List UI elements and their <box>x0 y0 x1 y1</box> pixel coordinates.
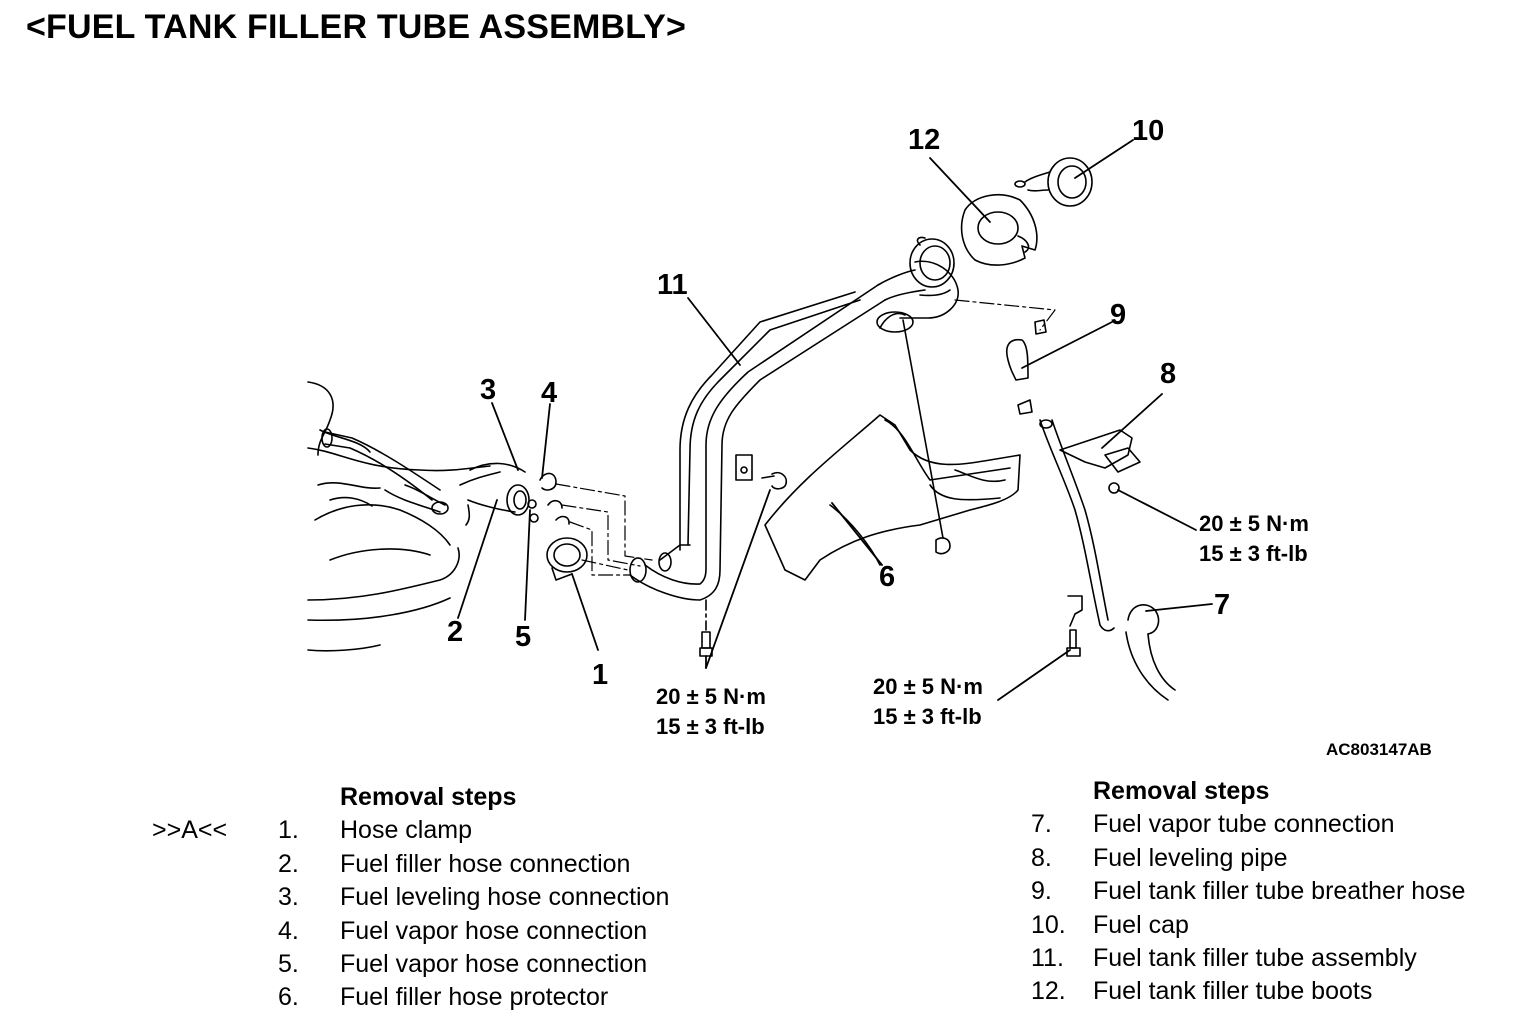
callout-1: 1 <box>592 659 608 691</box>
filler-hose-protector <box>764 414 1021 581</box>
torque-specs: 20 ± 5 N·m 15 ± 3 ft-lb 20 ± 5 N·m 15 ± … <box>656 511 1309 739</box>
mounting-bolt <box>699 599 713 657</box>
callout-4: 4 <box>541 377 557 409</box>
torque-b-ftlb: 15 ± 3 ft-lb <box>873 704 982 729</box>
removal-steps-left: Removal steps 1.Hose clamp 2.Fuel filler… <box>278 781 669 1015</box>
callout-5: 5 <box>515 621 531 653</box>
list-item: 11.Fuel tank filler tube assembly <box>1031 944 1417 973</box>
callout-3: 3 <box>480 374 496 406</box>
torque-c-ftlb: 15 ± 3 ft-lb <box>1199 541 1308 566</box>
steps-right-heading: Removal steps <box>1093 777 1270 805</box>
tank-hoses <box>321 428 530 526</box>
removal-steps-right: Removal steps 7.Fuel vapor tube connecti… <box>1031 775 1465 1009</box>
steps-left-heading: Removal steps <box>340 783 517 811</box>
torque-a-nm: 20 ± 5 N·m <box>656 684 766 709</box>
fuel-cap-part <box>1014 157 1093 207</box>
filler-tube-assembly <box>629 236 959 601</box>
torque-a-ftlb: 15 ± 3 ft-lb <box>656 714 765 739</box>
list-item: 8.Fuel leveling pipe <box>1031 843 1288 872</box>
list-item: 3.Fuel leveling hose connection <box>278 883 670 912</box>
fuel-tank-outline <box>307 381 491 652</box>
figure-code: AC803147AB <box>1326 740 1432 759</box>
list-item: 4.Fuel vapor hose connection <box>278 916 648 945</box>
callout-11: 12 <box>908 124 940 156</box>
callout-2: 2 <box>447 616 463 648</box>
list-item: 5.Fuel vapor hose connection <box>278 950 648 979</box>
vapor-tube-connection <box>1066 595 1176 701</box>
connection-lines <box>555 299 1056 576</box>
torque-c-nm: 20 ± 5 N·m <box>1199 511 1309 536</box>
callout-7: 7 <box>1214 589 1230 621</box>
step-marker: >>A<< <box>152 816 228 844</box>
list-item: 12.Fuel tank filler tube boots <box>1031 977 1373 1006</box>
list-item: 7.Fuel vapor tube connection <box>1031 810 1395 839</box>
page-title: <FUEL TANK FILLER TUBE ASSEMBLY> <box>26 8 687 46</box>
protector-clip <box>902 319 951 555</box>
leveling-pipe <box>1039 419 1141 632</box>
callout-leaders <box>457 139 1213 701</box>
list-item: 6.Fuel filler hose protector <box>278 983 609 1012</box>
list-item: 10.Fuel cap <box>1031 910 1189 939</box>
callout-6: 6 <box>879 561 895 593</box>
hose-clamp-part <box>546 537 588 581</box>
callout-10: 10 <box>1132 115 1164 147</box>
filler-tube-boot <box>960 194 1038 266</box>
callout-8: 8 <box>1160 358 1176 390</box>
list-item: 9.Fuel tank filler tube breather hose <box>1031 877 1466 906</box>
list-item: 2.Fuel filler hose connection <box>278 849 631 878</box>
breather-hose <box>1006 319 1047 415</box>
callout-9: 9 <box>1110 299 1126 331</box>
small-clamps <box>527 472 570 525</box>
callout-11b: 11 <box>657 269 688 301</box>
tube-bracket <box>735 454 788 490</box>
list-item: 1.Hose clamp <box>278 816 472 845</box>
callout-numbers: 1 2 3 4 5 6 7 8 9 10 12 11 <box>447 115 1230 691</box>
torque-b-nm: 20 ± 5 N·m <box>873 674 983 699</box>
